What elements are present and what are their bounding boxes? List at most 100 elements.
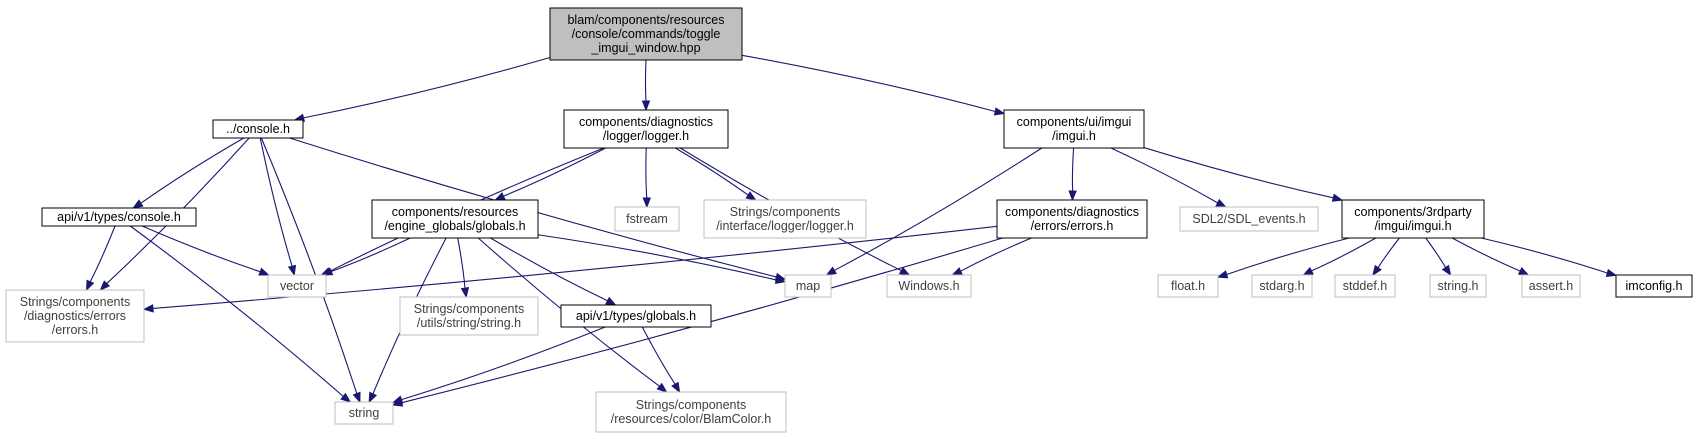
node-label-vector-line-0: vector [280, 279, 314, 293]
node-box-fstream [614, 206, 680, 232]
node-label-blamcolor-line-0: Strings/components [636, 398, 746, 412]
node-box-vector [267, 274, 327, 298]
node-string_h: string.h [1429, 274, 1487, 298]
node-vector: vector [267, 274, 327, 298]
arrowhead-logger-to-fstream [642, 197, 651, 209]
edge-types_globals-to-string [401, 326, 606, 401]
node-label-fstream-line-0: fstream [626, 212, 668, 226]
edge-globals-to-types_globals [490, 237, 608, 302]
edge-logger-to-str_logger [675, 147, 749, 196]
edge-console-to-string [260, 137, 358, 394]
node-label-types_console-line-0: api/v1/types/console.h [57, 210, 181, 224]
node-imconfig[interactable]: imconfig.h [1615, 274, 1693, 298]
edge-imgui3p-to-stddef [1377, 237, 1400, 268]
node-box-types_console [41, 207, 197, 227]
edge-console-to-vector [259, 137, 293, 267]
arrowhead-errors-to-string [391, 398, 404, 407]
arrowhead-imgui_ui-to-sdl [1215, 198, 1227, 208]
arrowhead-imgui3p-to-string_h [1441, 264, 1452, 277]
edge-imgui3p-to-assert [1451, 237, 1521, 272]
arrowhead-types_console-to-vector [258, 267, 270, 276]
node-assert: assert.h [1521, 274, 1581, 298]
node-box-root [549, 7, 743, 61]
node-imgui_ui[interactable]: components/ui/imgui/imgui.h [1003, 109, 1145, 149]
node-box-string_h [1429, 274, 1487, 298]
node-label-imgui3p-line-1: /imgui/imgui.h [1374, 219, 1451, 233]
edge-globals-to-str_string [457, 237, 466, 289]
arrowhead-root-to-imgui_ui [993, 107, 1006, 116]
edge-imgui3p-to-stdarg [1311, 237, 1377, 272]
arrowhead-globals-to-map [774, 275, 787, 285]
node-console[interactable]: ../console.h [212, 119, 304, 139]
arrowhead-globals-to-string [368, 391, 378, 404]
node-label-windows-line-0: Windows.h [898, 279, 959, 293]
node-box-float [1157, 274, 1219, 298]
node-label-root-line-2: _imgui_window.hpp [590, 41, 700, 55]
arrowhead-globals-to-str_string [460, 286, 470, 299]
node-fstream: fstream [614, 206, 680, 232]
edge-errors-to-str_errors [152, 225, 998, 309]
arrowhead-console-to-vector [287, 264, 297, 277]
edge-types_console-to-vector [141, 225, 261, 273]
node-types_console[interactable]: api/v1/types/console.h [41, 207, 197, 227]
arrowhead-imgui3p-to-float [1216, 270, 1229, 279]
node-label-imgui3p-line-0: components/3rdparty [1354, 205, 1472, 219]
edge-types_globals-to-blamcolor [641, 326, 676, 385]
node-str_errors: Strings/components/diagnostics/errors/er… [5, 289, 145, 343]
node-box-str_logger [703, 199, 867, 239]
edge-types_console-to-str_errors [89, 225, 116, 283]
node-windows: Windows.h [886, 274, 972, 298]
node-label-types_globals-line-0: api/v1/types/globals.h [576, 309, 696, 323]
arrowhead-console-to-types_console [132, 199, 144, 209]
node-label-sdl-line-0: SDL2/SDL_events.h [1192, 212, 1305, 226]
node-label-str_errors-line-0: Strings/components [20, 295, 130, 309]
node-imgui3p[interactable]: components/3rdparty/imgui/imgui.h [1341, 199, 1485, 239]
node-globals[interactable]: components/resources/engine_globals/glob… [371, 199, 539, 239]
node-box-sdl [1179, 206, 1319, 232]
edges-layer [85, 54, 1618, 407]
node-types_globals[interactable]: api/v1/types/globals.h [560, 304, 712, 328]
arrowhead-globals-to-vector [321, 267, 334, 276]
node-label-root-line-1: /console/commands/toggle [572, 27, 721, 41]
node-box-stddef [1334, 274, 1396, 298]
arrowhead-imgui3p-to-stddef [1372, 264, 1382, 277]
node-root[interactable]: blam/components/resources/console/comman… [549, 7, 743, 61]
node-label-imgui_ui-line-0: components/ui/imgui [1017, 115, 1132, 129]
node-label-imconfig-line-0: imconfig.h [1626, 279, 1683, 293]
node-stddef: stddef.h [1334, 274, 1396, 298]
node-logger[interactable]: components/diagnostics/logger/logger.h [563, 109, 729, 149]
node-box-imgui3p [1341, 199, 1485, 239]
node-label-str_string-line-1: /utils/string/string.h [417, 316, 521, 330]
arrowhead-imgui3p-to-stdarg [1302, 266, 1314, 276]
node-box-str_string [399, 296, 539, 336]
node-label-float-line-0: float.h [1171, 279, 1205, 293]
edge-console-to-types_console [140, 137, 245, 204]
node-label-globals-line-1: /engine_globals/globals.h [384, 219, 525, 233]
node-label-str_errors-line-1: /diagnostics/errors [24, 309, 126, 323]
node-errors[interactable]: components/diagnostics/errors/errors.h [996, 199, 1148, 239]
edge-logger-to-globals [503, 147, 606, 197]
arrowhead-imgui3p-to-assert [1517, 267, 1530, 276]
node-float: float.h [1157, 274, 1219, 298]
arrowhead-errors-to-str_errors [142, 304, 154, 313]
node-map: map [784, 274, 832, 298]
edge-globals-to-map [537, 234, 777, 281]
edge-imgui_ui-to-sdl [1110, 147, 1218, 204]
node-label-imgui_ui-line-1: /imgui.h [1052, 129, 1096, 143]
arrowhead-imgui_ui-to-imgui3p [1331, 193, 1344, 202]
arrowhead-root-to-logger [641, 100, 651, 112]
node-box-assert [1521, 274, 1581, 298]
edge-imgui_ui-to-imgui3p [1143, 147, 1334, 199]
node-label-assert-line-0: assert.h [1529, 279, 1574, 293]
node-label-string_h-line-0: string.h [1438, 279, 1479, 293]
edge-errors-to-windows [960, 237, 1032, 272]
arrowhead-globals-to-types_globals [605, 296, 617, 306]
node-label-str_logger-line-1: /interface/logger/logger.h [716, 219, 854, 233]
edge-imgui3p-to-float [1226, 237, 1350, 276]
node-label-logger-line-1: /logger/logger.h [603, 129, 689, 143]
node-box-str_errors [5, 289, 145, 343]
arrowhead-imgui_ui-to-errors [1068, 190, 1077, 202]
node-label-stddef-line-0: stddef.h [1343, 279, 1388, 293]
node-box-windows [886, 274, 972, 298]
